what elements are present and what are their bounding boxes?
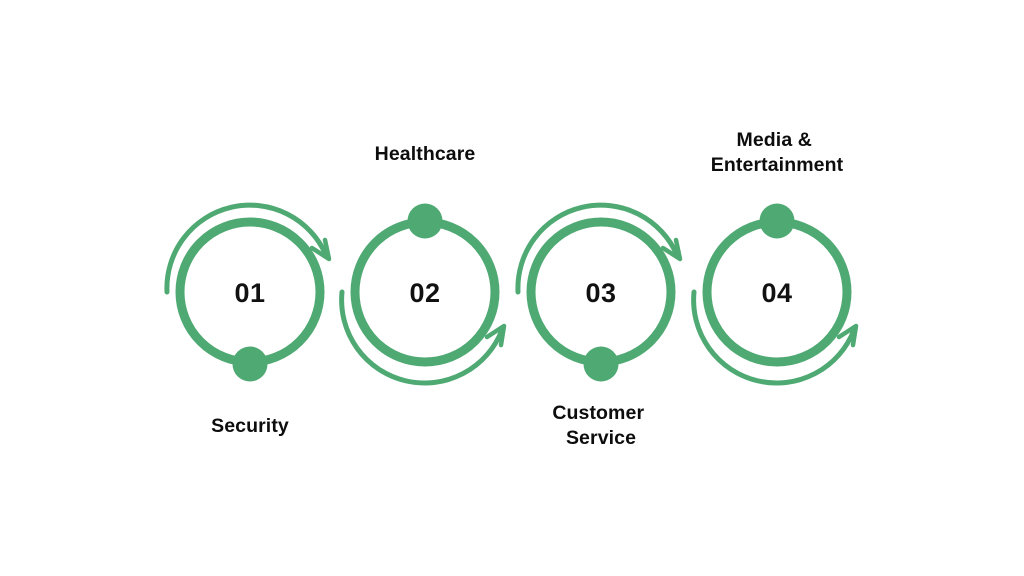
step-number-04: 04 xyxy=(761,278,792,308)
step-label-line: Entertainment xyxy=(711,154,844,176)
step-arc-01 xyxy=(164,202,329,295)
step-number-03: 03 xyxy=(585,278,616,308)
step-group-01[interactable]: 01 Security xyxy=(164,202,332,437)
step-dot-03 xyxy=(583,346,619,382)
step-dot-04 xyxy=(759,203,795,239)
step-arc-02 xyxy=(339,289,505,386)
step-arrow-icon-02 xyxy=(484,323,507,348)
step-label-line: Customer xyxy=(552,402,644,424)
step-dot-01 xyxy=(232,346,268,382)
step-arc-03 xyxy=(515,202,680,295)
step-arrow-icon-01 xyxy=(309,237,332,262)
step-label-line: Media & xyxy=(737,129,812,151)
step-dot-02 xyxy=(407,203,443,239)
step-label-line: Healthcare xyxy=(375,143,476,165)
step-label-line: Service xyxy=(566,427,636,449)
step-arrow-icon-04 xyxy=(836,323,859,348)
step-group-03[interactable]: 03 Customer Service xyxy=(515,202,683,449)
step-group-02[interactable]: 02 Healthcare xyxy=(339,143,507,386)
step-number-01: 01 xyxy=(234,278,265,308)
step-label-03: Customer Service xyxy=(552,402,649,449)
step-arc-04 xyxy=(691,289,857,386)
step-arrow-icon-03 xyxy=(660,237,683,262)
step-label-02: Healthcare xyxy=(375,143,476,165)
step-group-04[interactable]: 04 Media & Entertainment xyxy=(691,129,859,386)
step-label-01: Security xyxy=(211,415,289,437)
step-label-04: Media & Entertainment xyxy=(711,129,844,176)
step-number-02: 02 xyxy=(409,278,440,308)
step-label-line: Security xyxy=(211,415,289,437)
